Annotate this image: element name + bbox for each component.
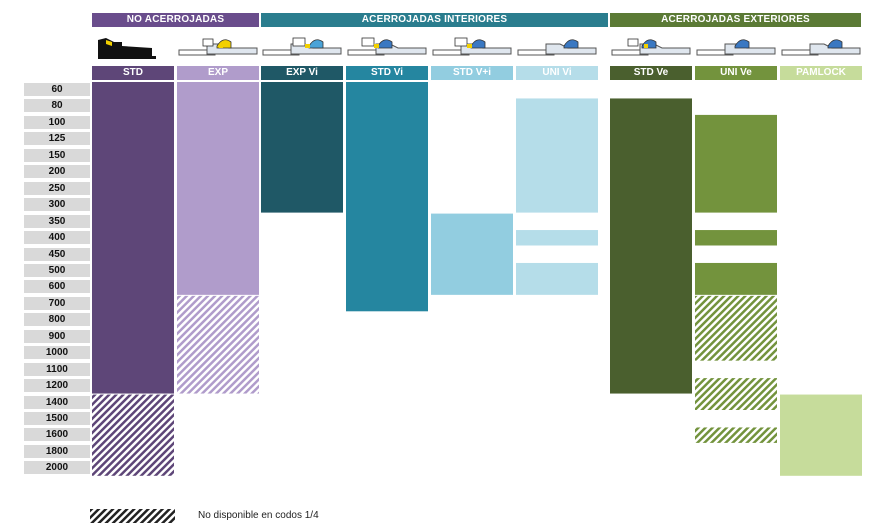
standard-v-plus-i-joint-icon [432,37,512,56]
universal-ve-joint-icon [696,39,776,56]
express-vi-joint-icon [262,37,342,56]
group-header-1: ACERROJADAS INTERIORES [261,13,608,27]
hatch-legend-swatch [90,509,175,523]
push-fit-joint-icon [98,38,156,59]
availability-bar-std-vi-60-700 [346,82,428,312]
diameter-label-1500: 1500 [24,412,90,425]
availability-bar-uni-vi-400-400 [516,230,598,246]
diameter-label-125: 125 [24,132,90,146]
diameter-label-1600: 1600 [24,428,90,442]
diameter-label-2000: 2000 [24,461,90,475]
legend-label: No disponible en codos 1/4 [198,510,319,521]
universal-vi-joint-icon [517,39,597,56]
column-header-exp: EXP [177,66,259,80]
diameter-label-900: 900 [24,329,90,343]
diameter-label-350: 350 [24,214,90,228]
availability-bar-exp-vi-60-300 [261,82,343,213]
hatched-bar-std-1400-2000 [92,394,174,476]
diameter-label-250: 250 [24,181,90,195]
hatched-bar-exp-700-1200 [177,295,259,394]
diameter-label-60: 60 [24,83,90,96]
column-header-std: STD [92,66,174,80]
diameter-label-600: 600 [24,280,90,294]
column-header-exp-vi: EXP Vi [261,66,343,80]
diameter-label-1200: 1200 [24,379,90,393]
diameter-label-300: 300 [24,198,90,212]
diameter-label-400: 400 [24,231,90,245]
availability-bar-uni-ve-100-300 [695,114,777,213]
express-joint-icon [178,38,258,56]
diameter-label-450: 450 [24,247,90,261]
column-header-std-vi: STD Vi [346,66,428,80]
hatched-bar-uni-ve-700-1000 [695,295,777,361]
group-header-0: NO ACERROJADAS [92,13,259,27]
column-header-std-v-i: STD V+i [431,66,513,80]
diameter-label-80: 80 [24,99,90,113]
availability-bar-pamlock-1400-2000 [780,394,862,476]
diameter-label-1400: 1400 [24,395,90,409]
diameter-label-100: 100 [24,115,90,129]
diameter-label-800: 800 [24,313,90,327]
availability-bar-std-ve-80-1200 [610,98,692,394]
diameter-label-1100: 1100 [24,362,90,376]
diameter-label-200: 200 [24,165,90,179]
column-header-std-ve: STD Ve [610,66,692,80]
pamlock-joint-icon [781,39,861,56]
availability-bar-uni-ve-400-400 [695,230,777,246]
column-header-uni-vi: UNI Vi [516,66,598,80]
column-header-uni-ve: UNI Ve [695,66,777,80]
group-header-2: ACERROJADAS EXTERIORES [610,13,861,27]
hatched-bar-uni-ve-1600-1600 [695,427,777,443]
standard-ve-joint-icon [611,38,691,56]
column-header-pamlock: PAMLOCK [780,66,862,80]
availability-bar-exp-60-600 [177,82,259,295]
diameter-label-700: 700 [24,296,90,310]
availability-bar-std-60-1200 [92,82,174,394]
availability-bar-std-v-i-350-600 [431,213,513,295]
diameter-label-1000: 1000 [24,346,90,360]
availability-bar-uni-ve-500-600 [695,262,777,295]
diameter-label-150: 150 [24,148,90,162]
availability-bar-uni-vi-80-300 [516,98,598,213]
standard-vi-joint-icon [347,37,427,56]
hatched-bar-uni-ve-1200-1400 [695,378,777,410]
diameter-label-1800: 1800 [24,444,90,458]
diameter-label-500: 500 [24,263,90,277]
availability-bar-uni-vi-500-600 [516,262,598,295]
